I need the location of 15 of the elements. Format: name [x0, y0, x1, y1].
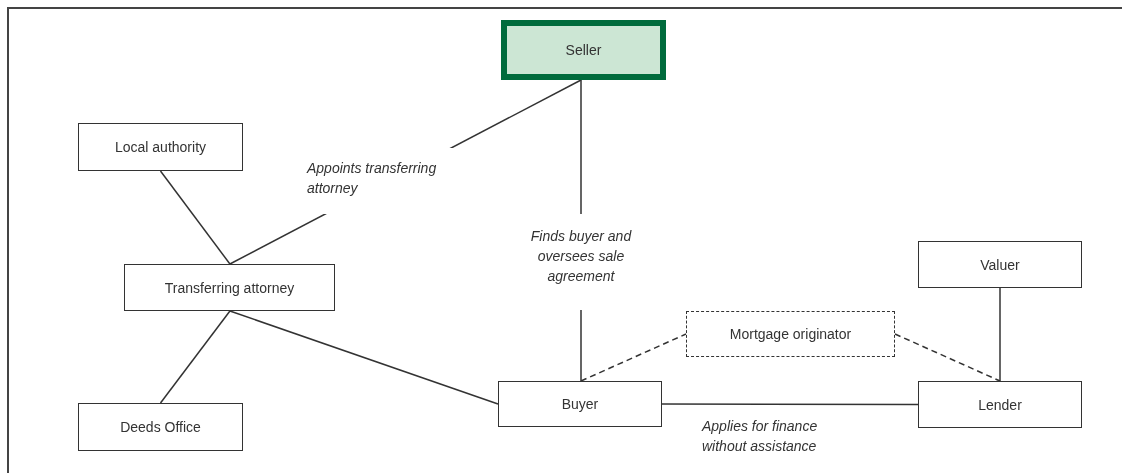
process-box: Local authority [78, 123, 243, 171]
connector-line [159, 170, 231, 265]
connector-line [894, 333, 1001, 382]
connector-line [580, 333, 687, 382]
connector-line [229, 310, 499, 405]
process-box: Transferring attorney [124, 264, 335, 311]
connector-line [661, 403, 919, 406]
connector-line [159, 310, 231, 404]
process-box: Lender [918, 381, 1082, 428]
process-box: Deeds Office [78, 403, 243, 451]
process-box: Seller [501, 20, 666, 80]
process-box: Mortgage originator [686, 311, 895, 357]
process-box: Valuer [918, 241, 1082, 288]
process-box: Buyer [498, 381, 662, 427]
connector-line [999, 287, 1001, 382]
